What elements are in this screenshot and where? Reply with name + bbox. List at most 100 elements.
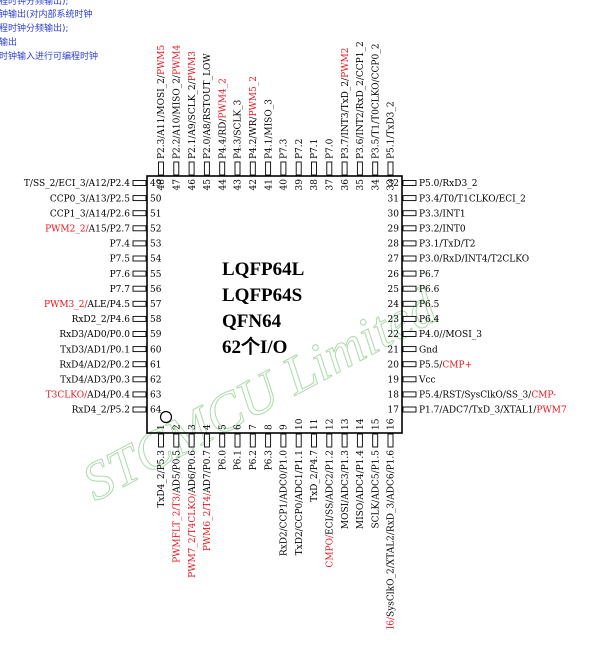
pin-label-left: CCP1_3/A14/P2.6 bbox=[50, 209, 130, 219]
package-line-4: 62个I/O bbox=[222, 336, 287, 358]
pin-lead bbox=[132, 376, 147, 383]
pin-lead bbox=[188, 161, 195, 176]
pin-label-top: P2.0/A8/RSTOUT_LOW bbox=[203, 53, 213, 159]
pin-label-part: P7.1 bbox=[310, 139, 320, 159]
pin-label-part: RxD2_2/P4.6 bbox=[72, 315, 131, 325]
pin-label-part: P1.7/ADC7/TxD_3/XTAL1/ bbox=[419, 406, 537, 416]
pin-lead bbox=[311, 433, 317, 448]
pin-label-part: TxD3/AD1/P0.1 bbox=[60, 345, 130, 355]
pin-lead bbox=[280, 161, 287, 176]
pin-label-bottom: P6.2 bbox=[249, 450, 259, 470]
pin-lead bbox=[249, 433, 256, 448]
pin-number: 57 bbox=[150, 300, 162, 310]
pin-label-part: PWM2 bbox=[341, 48, 351, 78]
pin-lead bbox=[249, 161, 256, 176]
pin-label-bottom: I6/SysClkO_2/XTAL2/RxD_3/ADC6/P1.6 bbox=[387, 450, 397, 630]
pin-lead bbox=[356, 161, 363, 176]
pin-number: 52 bbox=[150, 225, 161, 235]
pin-label-part: ALE/P4.5 bbox=[87, 300, 131, 310]
pin-lead bbox=[132, 180, 147, 186]
pin-label-right: P6.6 bbox=[419, 285, 440, 295]
feature-note-line: 程时钟分频输出); bbox=[0, 0, 69, 7]
pin-label-right: P3.2/INT0 bbox=[419, 225, 466, 235]
pin-label-part: P5.1/TxD3_2 bbox=[387, 101, 397, 159]
pin-lead bbox=[311, 161, 317, 176]
pin-label-top: P2.3/A11/MOSI_2/PWM5 bbox=[157, 45, 167, 159]
pin-label-part: P6.7 bbox=[419, 270, 440, 280]
pin-label-part: MOSI/ADC3/P1.3 bbox=[341, 450, 351, 529]
pin-number: 28 bbox=[388, 240, 400, 250]
pin-lead bbox=[265, 161, 272, 176]
pin-label-top: P3.5/T1/T0CLKO/CCP0_2 bbox=[371, 44, 381, 159]
pin-label-part: P5.0/RxD3_2 bbox=[419, 179, 477, 189]
pin-lead bbox=[132, 270, 147, 277]
pin-label-left: TxD4/AD3/P0.3 bbox=[60, 376, 130, 386]
pin-label-bottom: P6.3 bbox=[264, 450, 274, 471]
pin-number: 17 bbox=[388, 406, 400, 416]
pin-number: 8 bbox=[264, 424, 274, 430]
pin-label-part: T3CLKO/ bbox=[46, 391, 88, 401]
pin-lead bbox=[402, 210, 417, 217]
pin-lead bbox=[402, 391, 417, 398]
pin-label-part: P7.2 bbox=[295, 139, 305, 159]
pin-label-left: RxD4_2/P5.2 bbox=[72, 406, 130, 416]
pin-lead bbox=[402, 406, 417, 413]
pin-label-part: P4.3/SCLK_3 bbox=[234, 99, 244, 159]
pin-number: 48 bbox=[157, 179, 167, 191]
pin-number: 47 bbox=[173, 179, 183, 191]
pin-number: 33 bbox=[387, 179, 397, 191]
pin-number: 51 bbox=[150, 209, 161, 219]
feature-note-line: 钟输出(对内部系统时钟 bbox=[0, 8, 93, 20]
pin-lead bbox=[132, 346, 147, 353]
pin-label-part: P7.5 bbox=[110, 255, 131, 265]
pin-number: 4 bbox=[203, 424, 213, 430]
pin-label-bottom: P6.0 bbox=[218, 450, 228, 471]
pin-number: 14 bbox=[356, 418, 366, 430]
feature-note-line: 时钟输入进行可编程时钟 bbox=[0, 50, 98, 62]
pin-number: 9 bbox=[280, 424, 290, 430]
pin-label-right: P6.7 bbox=[419, 270, 440, 280]
pin-label-part: PWM5_2 bbox=[249, 76, 259, 116]
pin-number: 23 bbox=[388, 315, 400, 325]
pin-number: 6 bbox=[234, 424, 244, 430]
pin-lead bbox=[295, 433, 302, 448]
pin-label-bottom: TxD2/CCP0/ADC1/P1.1 bbox=[295, 450, 305, 555]
pin-label-right: Vcc bbox=[418, 376, 436, 386]
pin-label-top: P4.3/SCLK_3 bbox=[234, 99, 244, 159]
pin-label-left: P7.4 bbox=[110, 240, 131, 250]
pin-label-part: PWM2_2/ bbox=[45, 225, 89, 235]
pin-number: 35 bbox=[356, 179, 366, 191]
pin-label-right: P3.4/T0/T1CLKO/ECI_2 bbox=[419, 194, 526, 204]
pin-lead bbox=[326, 433, 333, 448]
pin-label-bottom: MISO/ADC4/P1.4 bbox=[356, 450, 366, 529]
package-line-3: QFN64 bbox=[222, 311, 282, 332]
pin-number: 20 bbox=[388, 360, 400, 370]
pin-label-part: P7.0 bbox=[326, 138, 336, 159]
pin-label-part: PWM4_2 bbox=[218, 78, 228, 118]
pin-label-part: P5.5/ bbox=[419, 360, 443, 370]
pin-number: 41 bbox=[264, 179, 274, 190]
pin-lead bbox=[132, 240, 147, 247]
pin-lead bbox=[132, 285, 147, 292]
pin-number: 11 bbox=[310, 419, 320, 430]
pin-lead bbox=[265, 433, 272, 448]
pin-label-part: CCP0_3/A13/P2.5 bbox=[50, 194, 130, 204]
pin-label-part: P3.2/INT0 bbox=[419, 225, 466, 235]
pin-lead bbox=[158, 433, 164, 448]
pin-label-top: P4.1/MISO_3 bbox=[264, 99, 274, 159]
pin-label-right: P3.1/TxD/T2 bbox=[419, 240, 475, 250]
pin-lead bbox=[402, 270, 417, 277]
pin-number: 43 bbox=[234, 179, 244, 191]
pin-lead bbox=[280, 433, 287, 448]
pin-label-top: P2.2/A10/MISO_2/PWM4 bbox=[173, 45, 183, 159]
pin-label-part: P3.7/INT3/TxD_2/ bbox=[341, 77, 351, 159]
pin-lead bbox=[158, 161, 164, 176]
pin-label-part: AD7/P0.7 bbox=[203, 450, 213, 494]
pin-label-bottom: MOSI/ADC3/P1.3 bbox=[341, 450, 351, 529]
pin-label-top: P7.3 bbox=[280, 138, 290, 159]
pin-number: 13 bbox=[341, 418, 351, 430]
pin-lead bbox=[132, 315, 147, 322]
pin-number: 19 bbox=[388, 376, 400, 386]
pin-label-part: P6.2 bbox=[249, 450, 259, 470]
